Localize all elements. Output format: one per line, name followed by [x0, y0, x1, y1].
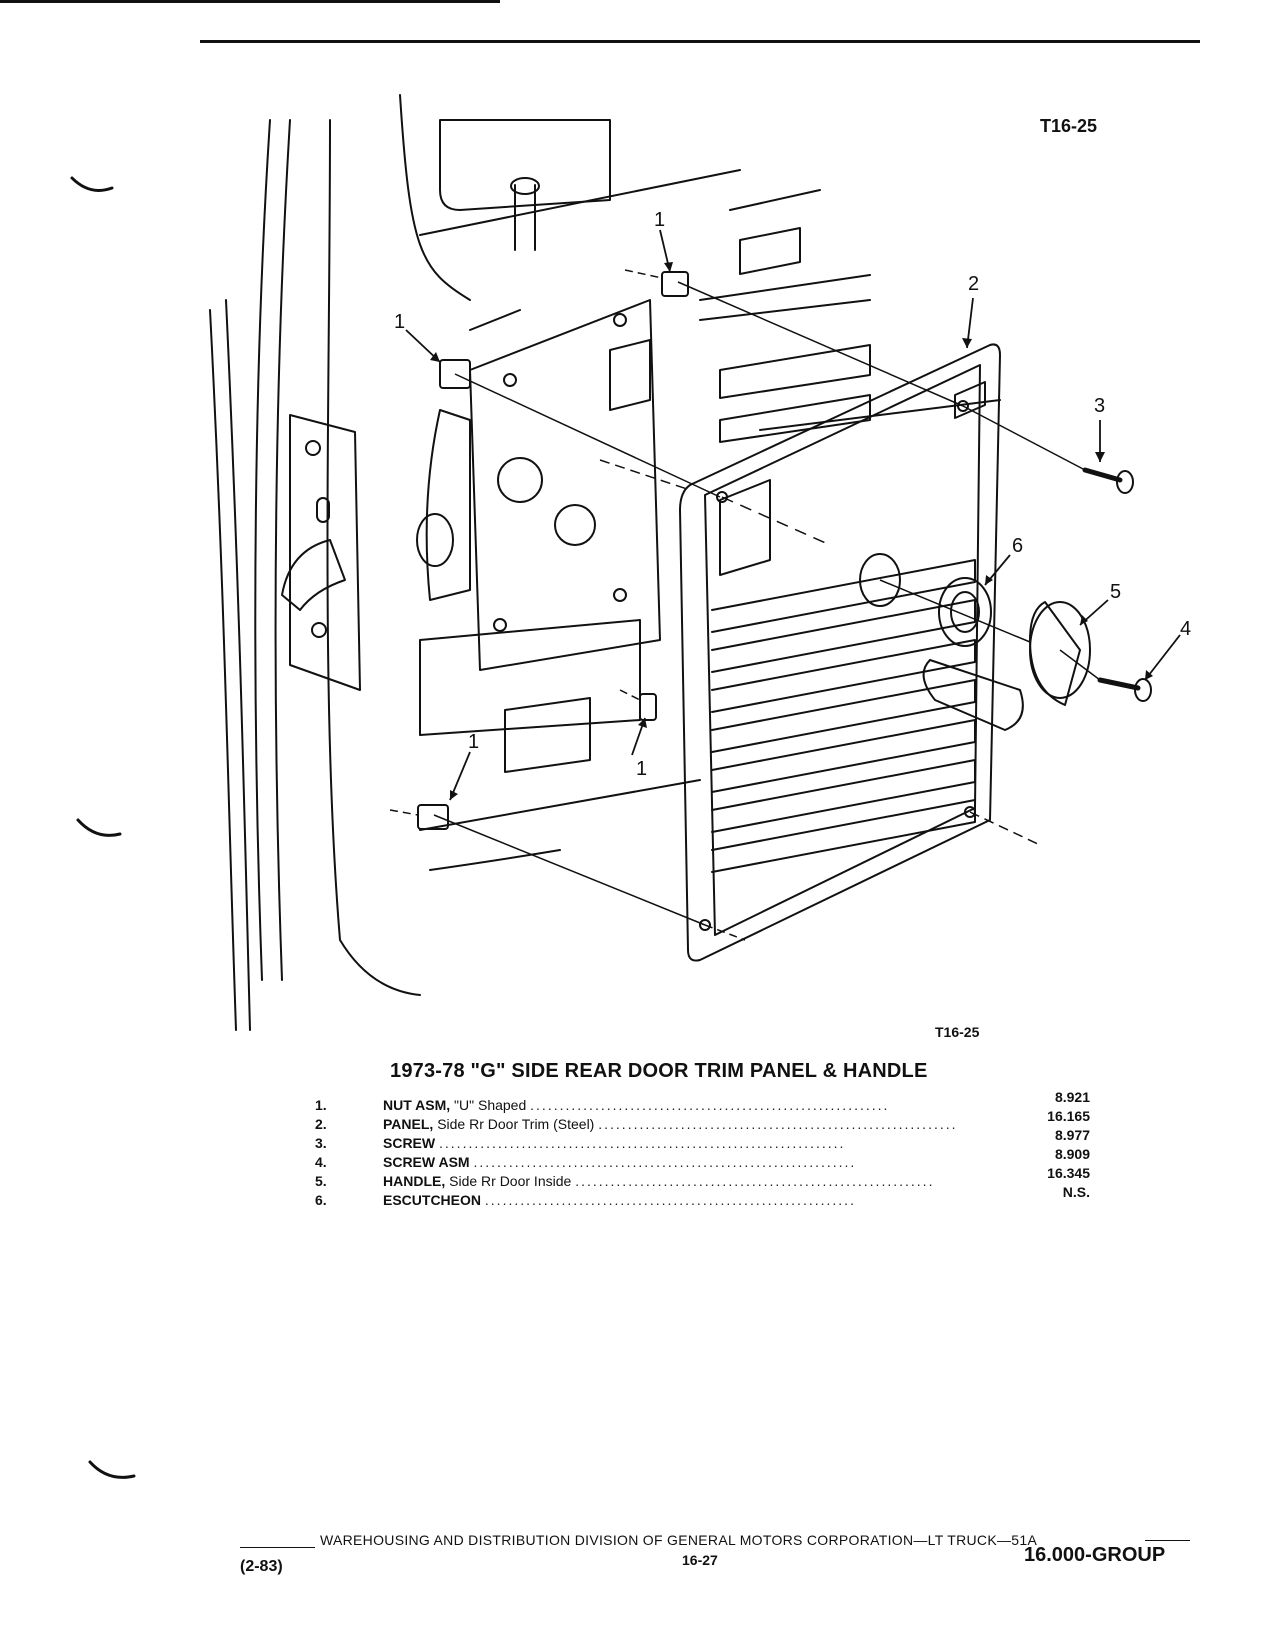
parts-list-title: 1973-78 "G" SIDE REAR DOOR TRIM PANEL & …: [390, 1060, 928, 1082]
parts-row: 5. HANDLE, Side Rr Door Inside .........…: [315, 1165, 1095, 1191]
part-group-code: N.S.: [1062, 1184, 1090, 1200]
dot-leader: ........................................…: [598, 1116, 958, 1132]
part-description: PANEL, Side Rr Door Trim (Steel) .......…: [383, 1116, 958, 1132]
callout-5: 5: [1110, 581, 1121, 603]
dot-leader: ........................................…: [484, 1192, 856, 1208]
figure-ref-top: T16-25: [1040, 116, 1098, 136]
exploded-parts-diagram: 1 1 2 3 4 5 6 1 1: [70, 94, 1191, 1031]
dot-leader: ........................................…: [439, 1135, 846, 1151]
top-edge-rule: [0, 0, 500, 3]
parts-row: 1. NUT ASM, "U" Shaped .................…: [315, 1089, 1095, 1115]
page-number: 16-27: [682, 1552, 718, 1568]
dot-leader: ........................................…: [530, 1097, 890, 1113]
parts-list: 1. NUT ASM, "U" Shaped .................…: [315, 1089, 1095, 1210]
callout-6: 6: [1012, 535, 1023, 557]
part-group-code: 16.165: [1047, 1108, 1090, 1124]
callout-1-lower-center: 1: [636, 758, 647, 780]
callout-2: 2: [968, 273, 979, 295]
dot-leader: ........................................…: [473, 1154, 857, 1170]
part-group-code: 8.909: [1054, 1146, 1090, 1162]
part-group-code: 16.345: [1047, 1165, 1090, 1181]
callout-1-lower-left: 1: [468, 731, 479, 753]
callout-1-top-center: 1: [654, 209, 665, 231]
header-rule: [200, 40, 1200, 43]
part-number: 4.: [315, 1154, 327, 1170]
parts-row: 2. PANEL, Side Rr Door Trim (Steel) ....…: [315, 1108, 1095, 1134]
part-description: SCREW ..................................…: [383, 1135, 846, 1151]
footer-rule-left: [240, 1547, 315, 1548]
part-group-code: 8.977: [1054, 1127, 1090, 1143]
part-group-code: 8.921: [1054, 1089, 1090, 1105]
parts-row: 4. SCREW ASM ...........................…: [315, 1146, 1095, 1172]
callout-4: 4: [1180, 618, 1191, 640]
part-description: NUT ASM, "U" Shaped ....................…: [383, 1097, 890, 1113]
part-description: HANDLE, Side Rr Door Inside ............…: [383, 1173, 935, 1189]
part-number: 2.: [315, 1116, 327, 1132]
part-description: SCREW ASM ..............................…: [383, 1154, 857, 1170]
part-number: 6.: [315, 1192, 327, 1208]
figure-ref-bottom: T16-25: [935, 1024, 980, 1040]
parts-row: 6. ESCUTCHEON ..........................…: [315, 1184, 1095, 1210]
part-number: 1.: [315, 1097, 327, 1113]
footer-rule-right: [1145, 1540, 1190, 1541]
part-description: ESCUTCHEON .............................…: [383, 1192, 856, 1208]
part-number: 5.: [315, 1173, 327, 1189]
part-number: 3.: [315, 1135, 327, 1151]
parts-row: 3. SCREW ...............................…: [315, 1127, 1095, 1153]
group-number: 16.000-GROUP: [1024, 1544, 1166, 1566]
callout-1-top-left: 1: [394, 311, 405, 333]
dot-leader: ........................................…: [575, 1173, 935, 1189]
revision-date: (2-83): [240, 1558, 283, 1575]
callout-3: 3: [1094, 395, 1105, 417]
footer-corporation: WAREHOUSING AND DISTRIBUTION DIVISION OF…: [320, 1532, 1038, 1548]
